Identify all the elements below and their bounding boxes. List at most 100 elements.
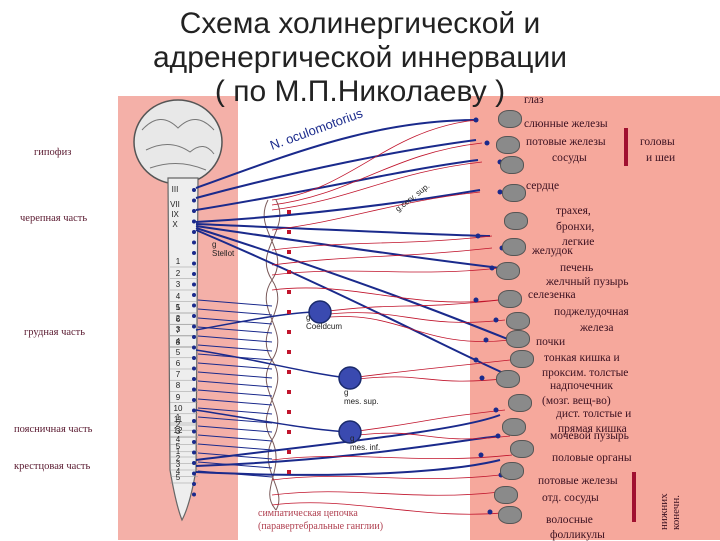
region-sacral: крестцовая часть bbox=[14, 461, 91, 472]
organ-terminal bbox=[483, 337, 489, 343]
segment-number: 6 bbox=[175, 314, 181, 324]
vagus-to-kidney bbox=[195, 227, 511, 341]
preganglionic-fiber bbox=[197, 470, 273, 478]
segment-number: 5 bbox=[175, 441, 181, 451]
preganglionic-fiber bbox=[197, 452, 273, 460]
preganglionic-fiber bbox=[197, 335, 273, 343]
organ-stomach: желудок bbox=[532, 245, 573, 257]
organ-gallbladder: желчный пузырь bbox=[546, 276, 629, 288]
organ-terminal bbox=[493, 317, 499, 323]
chain-ganglion bbox=[287, 430, 291, 434]
neuron-body bbox=[192, 377, 196, 381]
chain-ganglion bbox=[287, 230, 291, 234]
segment-number: 2 bbox=[175, 453, 181, 463]
chain-ganglion bbox=[287, 270, 291, 274]
neuron-body bbox=[192, 366, 196, 371]
organ-liver: печень bbox=[560, 262, 594, 274]
organ-illustration bbox=[508, 394, 532, 412]
segment-number: 3 bbox=[175, 427, 181, 437]
oculomotor-nerve bbox=[195, 119, 477, 189]
neuron-body bbox=[192, 230, 196, 234]
organ-illustration bbox=[510, 350, 534, 368]
neuron-body bbox=[192, 387, 196, 392]
neuron-body bbox=[192, 492, 196, 497]
organ-salivary-glands: слюнные железы bbox=[524, 118, 608, 130]
postganglionic-fiber bbox=[349, 409, 506, 433]
organ-kidneys: почки bbox=[536, 336, 566, 348]
postganglionic-fiber bbox=[271, 502, 513, 515]
postganglionic-fiber bbox=[319, 312, 506, 323]
segment-number: 6 bbox=[175, 359, 181, 368]
organ-terminal bbox=[493, 407, 499, 413]
neuron-body bbox=[192, 188, 196, 192]
title-line-3: ( по М.П.Николаеву ) bbox=[214, 75, 506, 108]
organ-adrenal: надпочечник bbox=[550, 380, 613, 392]
neuron-body bbox=[192, 471, 196, 476]
brain-drawing bbox=[133, 99, 223, 185]
segment-number: 2 bbox=[175, 314, 181, 324]
chain-ganglion bbox=[287, 390, 291, 394]
segment-number: 3 bbox=[175, 460, 181, 469]
organ-spleen: селезенка bbox=[528, 289, 576, 301]
cranial-numeral: X bbox=[172, 220, 178, 229]
region-lumbar: поясничная часть bbox=[14, 424, 93, 435]
segment-number: 8 bbox=[175, 381, 181, 391]
vagus-to-liver bbox=[195, 225, 501, 269]
organ-terminal bbox=[484, 140, 490, 146]
splanchnic-to-mes-sup bbox=[195, 349, 349, 379]
chain-ganglion bbox=[287, 370, 291, 374]
neuron-body bbox=[192, 282, 196, 287]
organ-illustration bbox=[502, 184, 526, 202]
ganglion-shapes bbox=[192, 188, 362, 497]
organ-pancreas-2: железа bbox=[580, 322, 614, 334]
organ-illustration bbox=[500, 462, 524, 480]
prevertebral-ganglion bbox=[338, 420, 362, 444]
chain-ganglion bbox=[287, 210, 291, 214]
limb-group-bracket bbox=[632, 472, 636, 522]
chain-ganglion bbox=[287, 350, 291, 354]
neuron-body bbox=[192, 219, 196, 224]
chain-ganglion bbox=[287, 450, 291, 454]
preganglionic-fiber bbox=[197, 344, 273, 352]
prevertebral-ganglion bbox=[308, 300, 332, 324]
glossopharyngeal-nerve bbox=[195, 159, 479, 211]
splanchnic-to-coeliac bbox=[195, 311, 319, 331]
organ-proximal-colon: проксим. толстые bbox=[542, 367, 629, 379]
ganglion-mes-sup-label: g mes. sup. bbox=[344, 388, 379, 406]
pelvic-to-colon bbox=[195, 414, 501, 461]
organ-terminal bbox=[475, 233, 481, 239]
organ-illustration bbox=[498, 110, 522, 128]
preganglionic-fiber bbox=[197, 317, 273, 325]
pelvic-to-genitals bbox=[195, 459, 501, 476]
preganglionic-fiber bbox=[197, 425, 273, 433]
organ-terminal bbox=[495, 433, 501, 439]
organ-illustration bbox=[506, 330, 530, 348]
postganglionic-fiber bbox=[271, 235, 493, 251]
head-group-label-1: головы bbox=[640, 136, 675, 148]
neuron-body bbox=[192, 261, 196, 266]
segment-number: 5 bbox=[175, 473, 181, 482]
organ-illustration bbox=[494, 486, 518, 504]
organ-illustration bbox=[502, 238, 526, 256]
cerv-sup-label: g.cerv. sup. bbox=[394, 181, 432, 213]
organ-adrenal-medulla: (мозг. вещ-во) bbox=[542, 395, 611, 407]
postganglionic-fiber bbox=[271, 247, 493, 266]
organ-terminal bbox=[473, 357, 479, 363]
neuron-body bbox=[192, 335, 196, 339]
postganglionic-fiber bbox=[349, 376, 513, 382]
organ-bronchi: бронхи, bbox=[556, 221, 595, 233]
preganglionic-fiber bbox=[197, 434, 273, 442]
head-group-bracket bbox=[624, 128, 628, 166]
organ-sweat-glands-legs: потовые железы bbox=[538, 475, 618, 487]
preganglionic-fiber bbox=[197, 461, 273, 469]
organ-illustration bbox=[500, 156, 524, 174]
organ-dots bbox=[473, 117, 505, 515]
facial-nerve bbox=[195, 139, 477, 199]
neuron-body bbox=[192, 198, 196, 203]
segment-number: 4 bbox=[175, 291, 181, 301]
neuron-body bbox=[192, 398, 196, 402]
organ-lungs: легкие bbox=[562, 236, 595, 248]
postganglionic-fiber bbox=[271, 267, 501, 276]
